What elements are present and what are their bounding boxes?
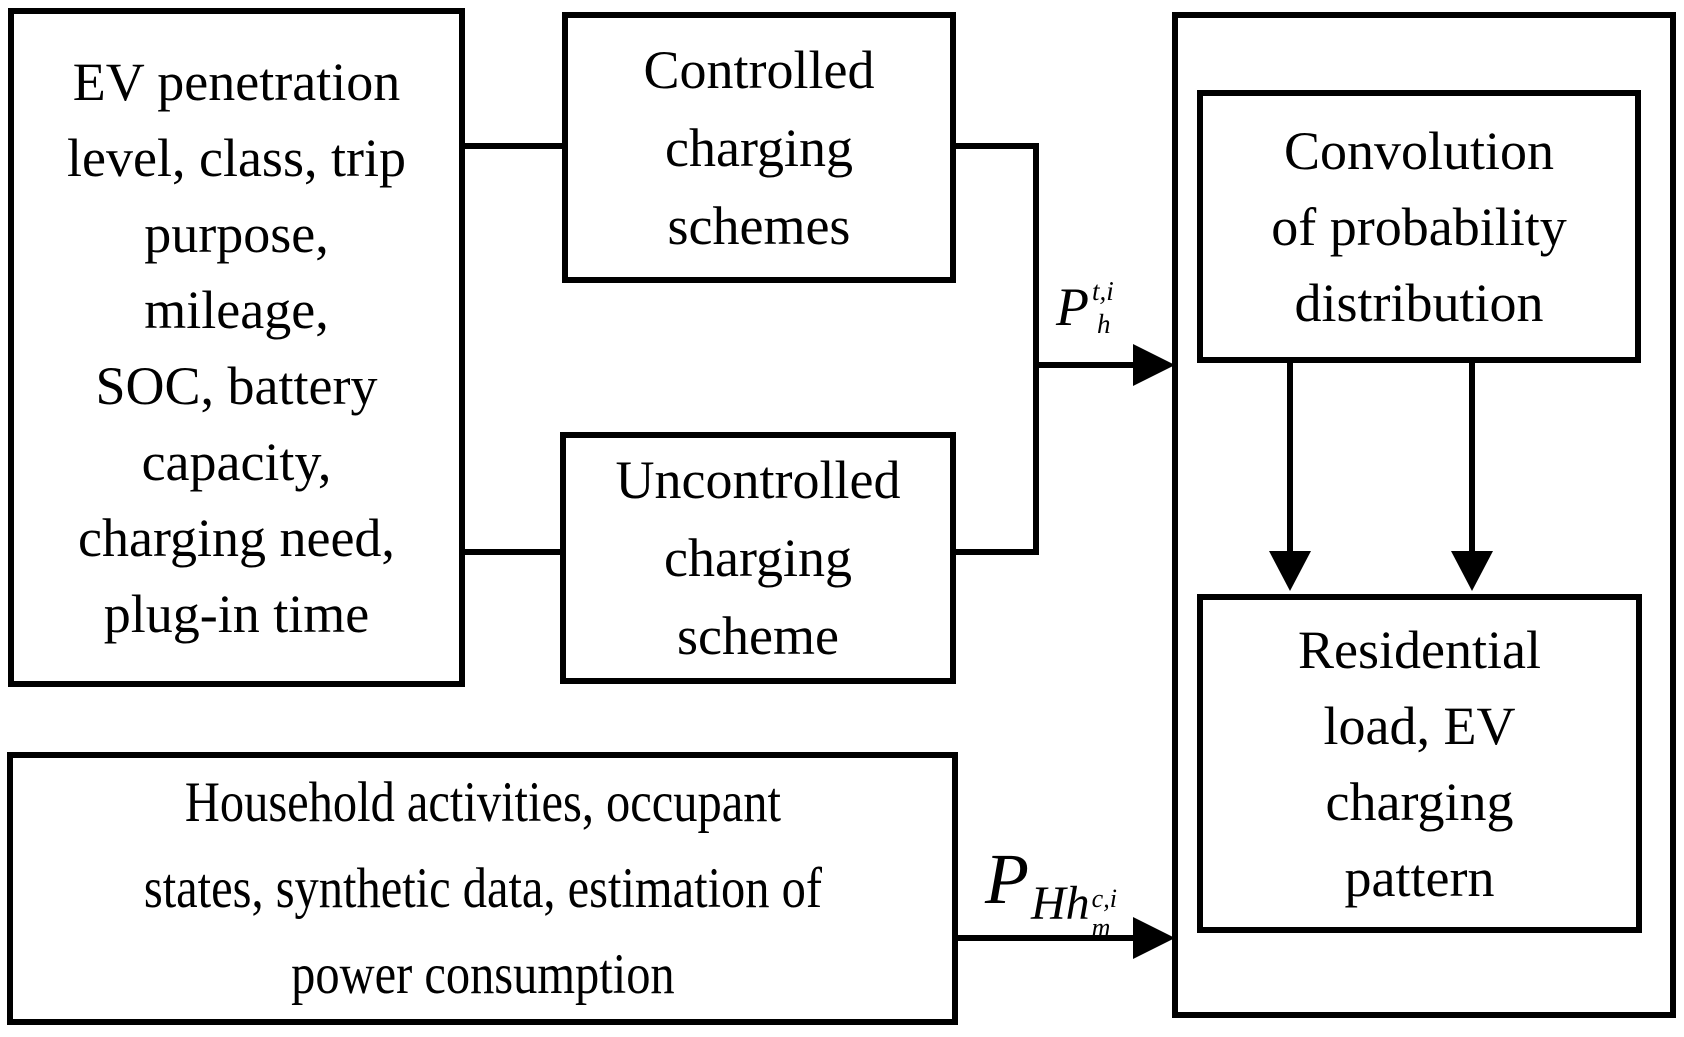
ph-arrowhead-icon (1133, 344, 1175, 386)
box-uncontrolled-charging-text: Uncontrolled charging scheme (615, 450, 901, 666)
box-residential-load: Residential load, EV charging pattern (1197, 594, 1642, 933)
label-phh-nested-subscript: m (1091, 913, 1111, 942)
box-convolution-text: Convolution of probability distribution (1271, 120, 1567, 333)
box-right-container (1172, 12, 1676, 1018)
label-ph-subscript: h (1097, 309, 1111, 339)
label-ph-scripts: t,i h (1092, 278, 1114, 338)
box-controlled-charging: Controlled charging schemes (562, 12, 956, 283)
box-household-activities-text: Household activities, occupant states, s… (143, 770, 822, 1006)
box-uncontrolled-charging: Uncontrolled charging scheme (560, 432, 956, 684)
box-ev-inputs: EV penetration level, class, trip purpos… (8, 8, 465, 687)
phh-arrowhead-icon (1133, 917, 1175, 959)
label-ph-base: P (1056, 277, 1089, 337)
label-phh-base: P (985, 839, 1029, 919)
label-ph-superscript: t,i (1092, 276, 1114, 306)
label-phh-nested-superscript: c,i (1091, 884, 1117, 913)
box-ev-inputs-text: EV penetration level, class, trip purpos… (67, 51, 406, 644)
box-household-activities: Household activities, occupant states, s… (7, 752, 958, 1025)
box-controlled-charging-text: Controlled charging schemes (643, 39, 875, 256)
box-convolution: Convolution of probability distribution (1197, 90, 1641, 363)
label-phh-subscript-main: Hh (1030, 877, 1090, 930)
box-residential-load-text: Residential load, EV charging pattern (1298, 619, 1541, 908)
